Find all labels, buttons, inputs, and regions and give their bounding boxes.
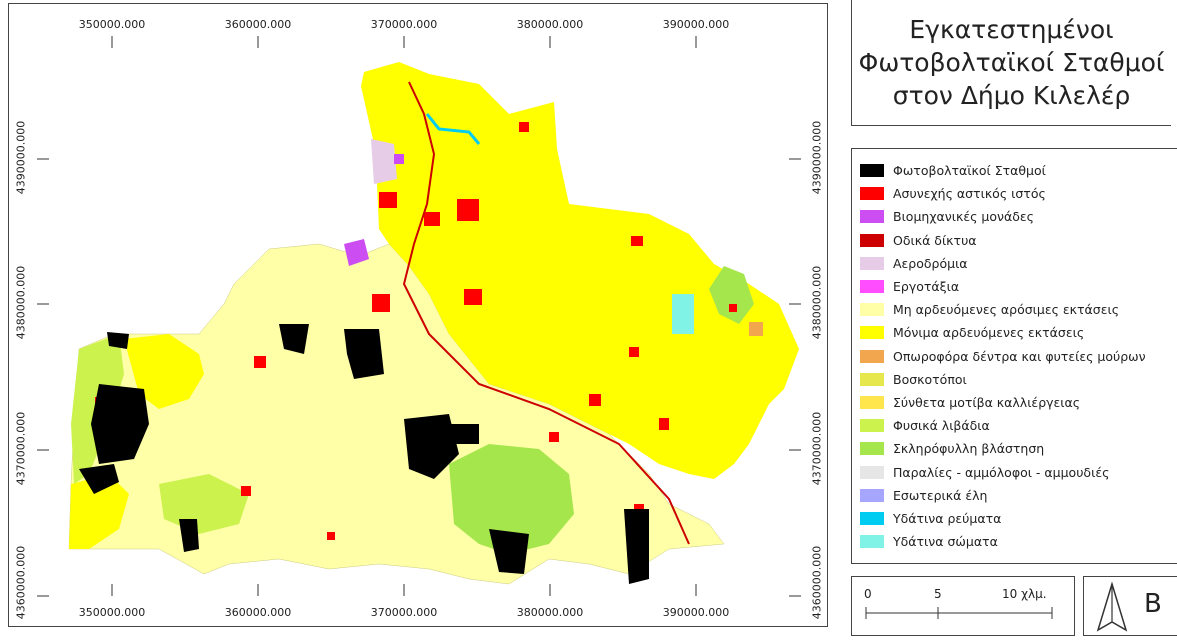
legend-label: Υδάτινα σώματα [893,534,998,550]
legend-item: Αεροδρόμια [860,252,1177,275]
x-tick-bottom-2: 360000.000 [224,606,292,619]
legend-label: Ασυνεχής αστικός ιστός [893,186,1046,202]
scale-label-5: 5 [934,587,942,601]
legend-label: Αεροδρόμια [893,255,968,271]
legend-label: Εσωτερικά έλη [893,487,988,503]
y-tick-left-2: 4380000.000 [14,265,28,340]
pv-stations [79,324,649,584]
legend-swatch [860,465,884,479]
north-arrow-icon [1096,581,1128,632]
legend-label: Φωτοβολταϊκοί Σταθμοί [893,163,1046,179]
legend-swatch [860,488,884,502]
legend-label: Οδικά δίκτυα [893,232,977,248]
legend-item: Εσωτερικά έλη [860,484,1177,507]
legend-item: Ασυνεχής αστικός ιστός [860,182,1177,205]
y-tick-left-1: 4390000.000 [14,120,28,195]
legend-item: Οδικά δίκτυα [860,229,1177,252]
legend-swatch [860,303,884,317]
legend-item: Βιομηχανικές μονάδες [860,205,1177,228]
north-arrow-box: Β [1083,576,1177,636]
legend-item: Σκληρόφυλλη βλάστηση [860,437,1177,460]
legend-item: Υδάτινα ρεύματα [860,507,1177,530]
y-tick-right-2: 4380000.000 [810,265,824,340]
legend-item: Μόνιμα αρδευόμενες εκτάσεις [860,321,1177,344]
y-tick-right-4: 4360000.000 [810,545,824,620]
grid-ticks [37,36,801,597]
y-tick-right-1: 4390000.000 [810,120,824,195]
legend-item: Υδάτινα σώματα [860,530,1177,553]
legend-swatch [860,419,884,433]
legend-swatch [860,372,884,386]
x-tick-bottom-1: 350000.000 [78,606,146,619]
region-meadow-e [709,266,754,324]
title-box: Εγκατεστημένοι Φωτοβολταϊκοί Σταθμοί στο… [851,0,1171,126]
x-tick-top-3: 370000.000 [370,18,438,31]
scale-label-0: 0 [864,587,872,601]
region-irrigated-sw [69,474,129,549]
road-main [402,81,690,545]
scale-bar-line [865,607,1053,619]
x-tick-top-5: 390000.000 [662,18,730,31]
map-title: Εγκατεστημένοι Φωτοβολταϊκοί Σταθμοί στο… [858,15,1165,110]
legend-swatch [860,210,884,224]
legend-label: Υδάτινα ρεύματα [893,510,1002,526]
region-sclerophyll [449,444,574,554]
north-label: Β [1144,589,1162,619]
y-tick-left-3: 4370000.000 [14,411,28,486]
x-tick-top-1: 350000.000 [78,18,146,31]
legend-label: Βιομηχανικές μονάδες [893,209,1034,225]
y-tick-left-4: 4360000.000 [14,545,28,620]
legend-swatch [860,395,884,409]
legend-swatch [860,233,884,247]
legend-label: Φυσικά λιβάδια [893,418,990,434]
legend-swatch [860,164,884,178]
region-industrial-1 [344,239,369,266]
x-tick-top-2: 360000.000 [224,18,292,31]
legend-label: Σκληρόφυλλη βλάστηση [893,441,1045,457]
legend-swatch [860,256,884,270]
map-frame[interactable]: 350000.000 360000.000 370000.000 380000.… [8,3,828,627]
region-water-1 [672,294,694,334]
x-tick-top-4: 380000.000 [516,18,584,31]
legend-swatch [860,280,884,294]
legend-item: Εργοτάξια [860,275,1177,298]
scale-bar: 0 5 10 χλμ. [851,576,1075,636]
legend-swatch [860,187,884,201]
legend-item: Σύνθετα μοτίβα καλλιέργειας [860,391,1177,414]
legend-item: Οπωροφόρα δέντρα και φυτείες μούρων [860,345,1177,368]
legend-swatch [860,349,884,363]
region-industrial-2 [394,154,404,164]
legend-item: Βοσκοτόποι [860,368,1177,391]
legend-label: Σύνθετα μοτίβα καλλιέργειας [893,394,1081,410]
legend-swatch [860,326,884,340]
x-tick-bottom-5: 390000.000 [662,606,730,619]
region-orchard [749,322,763,336]
y-tick-right-3: 4370000.000 [810,411,824,486]
legend-item: Μη αρδευόμενες αρόσιμες εκτάσεις [860,298,1177,321]
legend-label: Παραλίες - αμμόλοφοι - αμμουδιές [893,464,1110,480]
legend-label: Μόνιμα αρδευόμενες εκτάσεις [893,325,1085,341]
legend-label: Βοσκοτόποι [893,371,967,387]
legend-item: Παραλίες - αμμόλοφοι - αμμουδιές [860,460,1177,483]
legend-item: Φυσικά λιβάδια [860,414,1177,437]
legend-item: Φωτοβολταϊκοί Σταθμοί [860,159,1177,182]
legend-swatch [860,535,884,549]
legend-label: Εργοτάξια [893,279,960,295]
x-tick-bottom-3: 370000.000 [370,606,438,619]
x-tick-bottom-4: 380000.000 [516,606,584,619]
legend-label: Μη αρδευόμενες αρόσιμες εκτάσεις [893,302,1120,318]
region-stream [425,113,481,145]
region-airport [371,139,397,184]
scale-label-10: 10 χλμ. [1002,587,1047,601]
map-canvas[interactable] [9,4,829,628]
legend-swatch [860,442,884,456]
legend-label: Οπωροφόρα δέντρα και φυτείες μούρων [893,348,1146,364]
legend-swatch [860,511,884,525]
region-irrigated-ne [361,62,799,479]
